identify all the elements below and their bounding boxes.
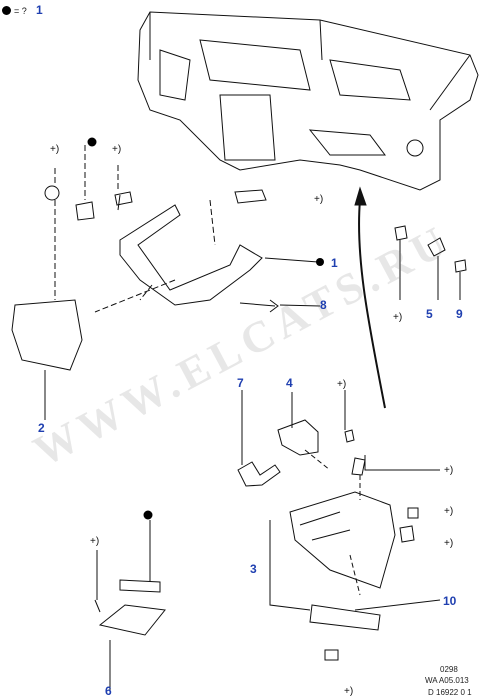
part-number-8[interactable]: 8 <box>320 298 327 312</box>
clip-left <box>75 201 95 221</box>
vent-right <box>308 129 386 156</box>
part-6-strip <box>119 579 161 593</box>
lock-4 <box>277 419 319 456</box>
part-number-6[interactable]: 6 <box>105 684 112 698</box>
glovebox-bracket <box>119 204 263 306</box>
hinge-strip <box>309 604 381 631</box>
clip-5 <box>427 237 446 257</box>
plus-label-8: +) <box>444 538 454 549</box>
plus-label-7: +) <box>444 506 454 517</box>
plus-label-9: +) <box>90 536 100 547</box>
part-number-10[interactable]: 10 <box>443 594 457 608</box>
key-7 <box>237 461 281 487</box>
legend-dot-3 <box>316 258 324 266</box>
plus-label-1: +) <box>50 144 60 155</box>
screw-right <box>351 457 366 476</box>
part-number-5[interactable]: 5 <box>426 307 433 321</box>
bumper-2 <box>399 525 415 543</box>
clip-plus <box>394 225 408 241</box>
plus-label-6: +) <box>444 465 454 476</box>
dashboard-panel <box>137 11 479 191</box>
part-number-2[interactable]: 2 <box>38 421 45 435</box>
part-number-1[interactable]: 1 <box>331 256 338 270</box>
legend-text: = ? <box>14 6 27 16</box>
glovebox-door <box>289 491 396 589</box>
screw-8 <box>239 299 279 313</box>
code-wa: WA A05.013 <box>425 676 469 685</box>
legend-dot-2 <box>143 510 153 520</box>
plus-label-3: +) <box>314 194 324 205</box>
dash-knob <box>406 139 424 157</box>
part-number-3[interactable]: 3 <box>250 562 257 576</box>
plus-label-2: +) <box>112 144 122 155</box>
clip-top <box>234 189 267 204</box>
pointer-arrow <box>358 199 386 409</box>
screw-left <box>114 191 133 206</box>
plus-label-4: +) <box>393 312 403 323</box>
part-number-7[interactable]: 7 <box>237 376 244 390</box>
plus-label-10: +) <box>344 686 354 697</box>
part-number-4[interactable]: 4 <box>286 376 293 390</box>
grommet <box>44 185 60 201</box>
code-date: 0298 <box>440 665 458 674</box>
legend-number: 1 <box>36 3 43 17</box>
plus-label-5: +) <box>337 379 347 390</box>
code-d: D 16922 0 1 <box>428 688 472 697</box>
screw-9 <box>454 259 467 273</box>
legend-dot-1 <box>87 137 97 147</box>
part-6-pad <box>98 604 166 636</box>
screw-6 <box>94 599 101 613</box>
legend-filled-dot-icon <box>2 6 11 15</box>
part-2-cover <box>11 299 83 371</box>
part-number-9[interactable]: 9 <box>456 307 463 321</box>
screw-bottom <box>324 649 339 661</box>
bolt-top <box>344 429 355 443</box>
bumper-1 <box>407 507 419 519</box>
